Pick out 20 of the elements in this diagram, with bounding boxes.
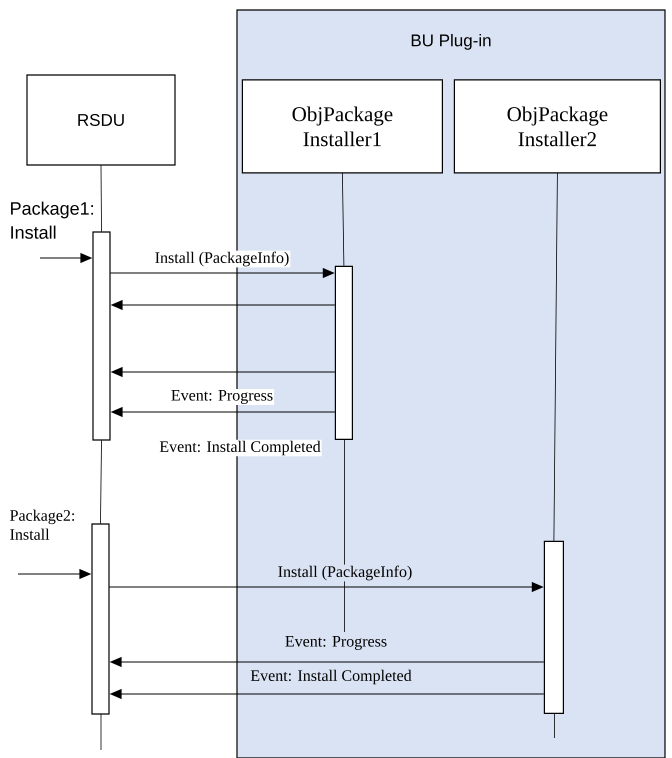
band-title: BU Plug-in [412,34,490,50]
lifeline [100,165,102,232]
activation-bar [91,523,110,715]
edge-label: Install (PackageInfo) [155,252,289,266]
message-label: Event: Install Completed [160,440,320,456]
lifeline [342,173,344,266]
lifeline-box: ObjPackage Installer2 [454,79,661,174]
activation-bar [92,231,111,441]
edge-label: Package1: Install [11,202,93,239]
edge-label: Event: Progress [171,390,273,404]
lifeline [554,173,558,542]
lifeline-box: ObjPackage Installer1 [242,79,443,174]
lifeline [100,440,102,524]
activation-bar [544,540,564,714]
edge-label: Package2: Install [10,510,74,540]
edge-label: Install (PackageInfo) [278,566,412,580]
edge-label: Event: Progress [285,636,387,650]
activation-bar [334,266,353,440]
lifeline-box: RSDU [26,74,176,166]
edge-label: Event: Install Completed [250,670,412,684]
